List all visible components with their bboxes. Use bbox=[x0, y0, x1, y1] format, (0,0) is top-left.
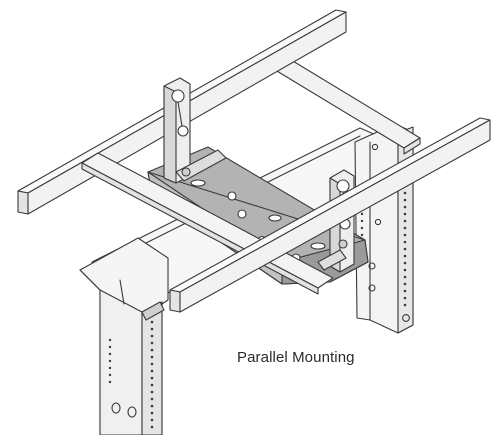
rack-upright-left bbox=[79, 237, 169, 435]
diagram-caption: Parallel Mounting bbox=[237, 349, 355, 366]
j-bolt-bracket-left bbox=[163, 77, 227, 184]
ladder-rail-right bbox=[169, 117, 491, 313]
rack-upright-right bbox=[354, 123, 414, 334]
